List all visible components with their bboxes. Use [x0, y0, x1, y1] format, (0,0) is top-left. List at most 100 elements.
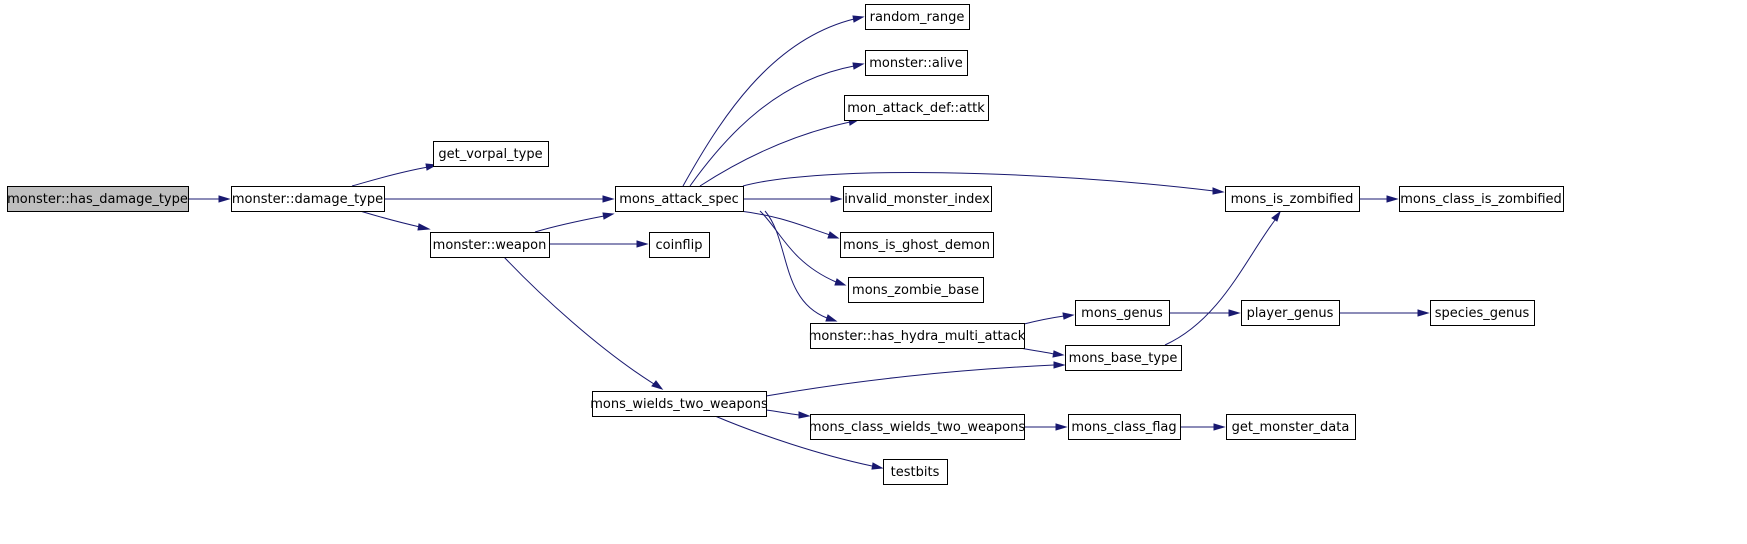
- edge-has_hydra_multi_attack-to-mons_genus: [1023, 312, 1075, 325]
- edge-line: [1019, 347, 1055, 355]
- node-attk[interactable]: mon_attack_def::attk: [844, 95, 989, 121]
- edge-line: [742, 172, 1215, 192]
- node-mons-class-is-zombified[interactable]: mons_class_is_zombified: [1399, 186, 1564, 212]
- edge-arrowhead: [602, 212, 615, 220]
- node-label: mons_class_is_zombified: [1400, 192, 1562, 207]
- edge-arrowhead: [1212, 187, 1225, 195]
- node-box: [810, 414, 1025, 440]
- edge-mons_wields_two_weapons-to-mons_class_wields_two_weapons: [765, 409, 811, 419]
- node-mons-base-type[interactable]: mons_base_type: [1065, 345, 1182, 371]
- node-label: monster::has_damage_type: [7, 192, 188, 207]
- edge-line: [503, 256, 655, 385]
- edge-line: [359, 210, 421, 228]
- edge-arrowhead: [852, 15, 865, 23]
- node-box: [615, 186, 744, 212]
- node-coinflip[interactable]: coinflip: [649, 232, 710, 258]
- edge-damage_type-to-get_vorpal_type: [351, 163, 438, 187]
- edge-weapon-to-coinflip: [549, 240, 649, 248]
- node-label: mons_attack_spec: [619, 192, 739, 207]
- edge-mons_genus-to-player_genus: [1169, 309, 1241, 317]
- node-box: [810, 323, 1025, 349]
- node-box: [7, 186, 189, 212]
- node-mons-genus[interactable]: mons_genus: [1075, 300, 1170, 326]
- edge-mons_attack_spec-to-mons_is_zombified: [742, 172, 1225, 195]
- node-label: species_genus: [1435, 306, 1530, 321]
- node-box: [1399, 186, 1564, 212]
- node-get-monster-data[interactable]: get_monster_data: [1226, 414, 1356, 440]
- node-box: [1226, 414, 1356, 440]
- edge-arrowhead: [825, 314, 838, 322]
- node-label: mons_is_zombified: [1231, 192, 1354, 207]
- edge-arrowhead: [218, 195, 231, 203]
- edge-arrowhead: [1271, 210, 1281, 222]
- node-label: invalid_monster_index: [844, 192, 990, 207]
- node-has-damage-type: monster::has_damage_type: [7, 186, 189, 212]
- node-mons-is-zombified[interactable]: mons_is_zombified: [1225, 186, 1360, 212]
- edge-line: [765, 364, 1055, 397]
- node-mons-zombie-base[interactable]: mons_zombie_base: [848, 277, 984, 303]
- node-mons-class-flag[interactable]: mons_class_flag: [1068, 414, 1181, 440]
- node-species-genus[interactable]: species_genus: [1430, 300, 1535, 326]
- node-label: random_range: [870, 10, 965, 25]
- edge-mons_attack_spec-to-alive: [689, 62, 865, 187]
- node-box: [865, 50, 968, 76]
- node-label: monster::has_hydra_multi_attack: [809, 329, 1026, 344]
- edge-arrowhead: [1055, 423, 1068, 431]
- node-damage-type[interactable]: monster::damage_type: [231, 186, 385, 212]
- node-label: mons_wields_two_weapons: [590, 397, 768, 412]
- node-label: mons_base_type: [1069, 351, 1178, 366]
- edge-line: [759, 210, 837, 283]
- edge-arrowhead: [1052, 350, 1065, 358]
- edge-line: [765, 409, 800, 416]
- edge-weapon-to-mons_wields_two_weapons: [503, 256, 664, 390]
- node-mons-class-wields-two-weapons[interactable]: mons_class_wields_two_weapons: [809, 414, 1026, 440]
- node-box: [649, 232, 710, 258]
- edge-line: [351, 166, 429, 187]
- node-weapon[interactable]: monster::weapon: [430, 232, 550, 258]
- node-box: [843, 186, 992, 212]
- node-box: [883, 459, 948, 485]
- node-label: monster::weapon: [433, 238, 547, 253]
- edge-arrowhead: [1053, 361, 1066, 369]
- node-get-vorpal-type[interactable]: get_vorpal_type: [433, 141, 549, 167]
- node-box: [1068, 414, 1181, 440]
- edge-arrowhead: [1228, 309, 1241, 317]
- edge-mons_wields_two_weapons-to-testbits: [714, 415, 884, 470]
- edge-damage_type-to-weapon: [359, 210, 431, 231]
- node-box: [1065, 345, 1182, 371]
- edge-line: [689, 65, 855, 187]
- node-invalid-monster-index[interactable]: invalid_monster_index: [843, 186, 992, 212]
- node-label: player_genus: [1247, 306, 1334, 321]
- edge-arrowhead: [830, 195, 843, 203]
- edge-arrowhead: [871, 462, 884, 470]
- node-box: [865, 4, 970, 30]
- edge-arrowhead: [417, 223, 431, 231]
- node-label: monster::damage_type: [232, 192, 383, 207]
- edge-player_genus-to-species_genus: [1339, 309, 1430, 317]
- edge-arrowhead: [636, 240, 649, 248]
- node-has-hydra-multi-attack[interactable]: monster::has_hydra_multi_attack: [809, 323, 1026, 349]
- node-mons-is-ghost-demon[interactable]: mons_is_ghost_demon: [840, 232, 994, 258]
- node-random-range[interactable]: random_range: [865, 4, 970, 30]
- edge-arrowhead: [1062, 312, 1075, 320]
- edge-mons_class_flag-to-get_monster_data: [1180, 423, 1226, 431]
- edge-mons_base_type-to-mons_is_zombified: [1164, 210, 1281, 346]
- node-mons-attack-spec[interactable]: mons_attack_spec: [615, 186, 744, 212]
- node-box: [430, 232, 550, 258]
- edge-mons_wields_two_weapons-to-mons_base_type: [765, 361, 1066, 397]
- node-label: mons_zombie_base: [852, 283, 979, 298]
- node-box: [840, 232, 994, 258]
- edge-line: [714, 415, 873, 467]
- node-label: monster::alive: [869, 56, 962, 71]
- node-testbits[interactable]: testbits: [883, 459, 948, 485]
- edge-mons_is_zombified-to-mons_class_is_zombified: [1359, 195, 1399, 203]
- node-alive[interactable]: monster::alive: [865, 50, 968, 76]
- node-mons-wields-two-weapons[interactable]: mons_wields_two_weapons: [590, 391, 768, 417]
- edge-line: [1164, 219, 1276, 346]
- node-label: mons_class_flag: [1071, 420, 1176, 435]
- node-player-genus[interactable]: player_genus: [1241, 300, 1340, 326]
- node-label: mon_attack_def::attk: [847, 101, 985, 116]
- edge-mons_class_wields_two_weapons-to-mons_class_flag: [1024, 423, 1068, 431]
- node-box: [1241, 300, 1340, 326]
- node-box: [844, 95, 989, 121]
